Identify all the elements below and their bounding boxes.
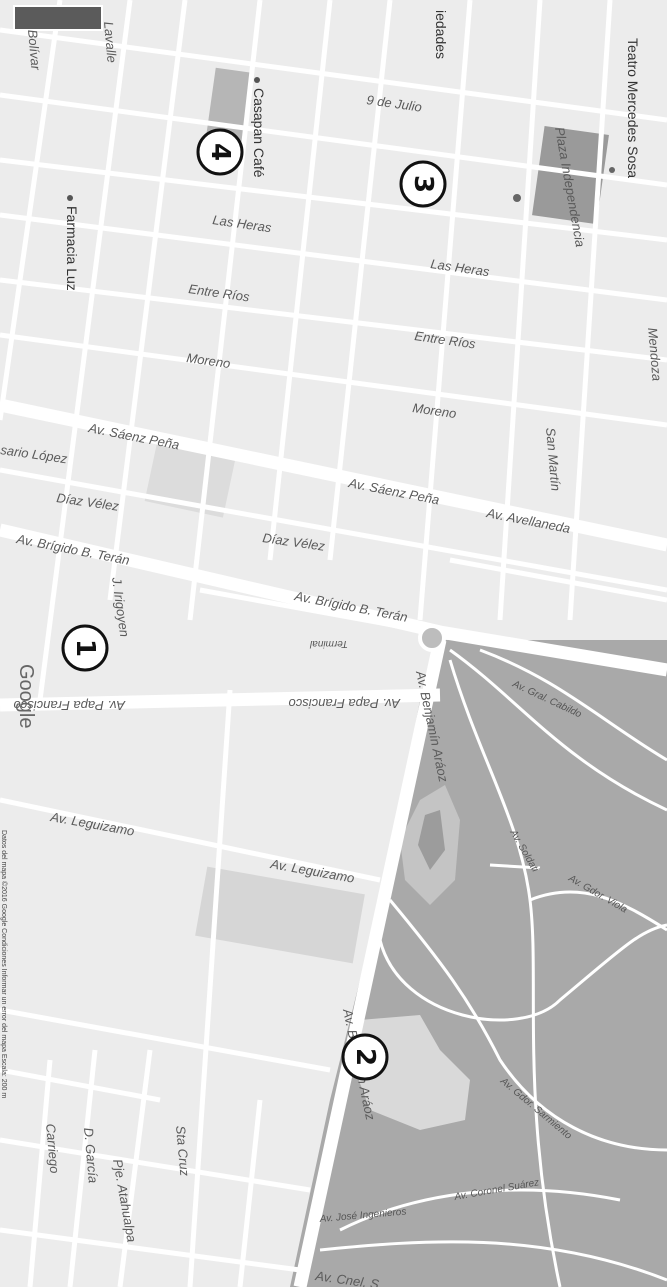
label-d-garcia: D. García [81,1127,101,1184]
label-casapan-cafe: Casapan Café [251,88,267,178]
map-type-thumbnail[interactable] [13,5,103,31]
label-papa-francisco-2: Av. Papa Francisco [288,696,401,711]
farmacia-pin-icon [67,195,73,201]
label-papa-francisco-1: Av. Papa Francisco [13,698,126,713]
park-area [290,640,667,1287]
label-mendoza: Mendoza [645,327,665,382]
google-logo[interactable]: Google [15,664,37,729]
label-sta-cruz: Sta Cruz [173,1125,192,1177]
minor-streets [0,27,667,1273]
park-pond-inner [418,810,445,870]
marker-3-label: 3 [408,175,438,193]
label-lavalle: Lavalle [101,21,120,63]
marker-3[interactable]: 3 [399,160,447,208]
label-terminal: Terminal [309,638,348,649]
marker-1[interactable]: 1 [61,624,109,672]
label-san-martin: San Martín [543,427,563,492]
label-teatro-mercedes-sosa: Teatro Mercedes Sosa [625,38,641,178]
label-moreno-2: Moreno [412,400,458,421]
roundabout [418,624,446,652]
label-carriego: Carriego [43,1123,62,1174]
marker-2[interactable]: 2 [341,1033,389,1081]
marker-2-label: 2 [350,1048,380,1066]
park-roads [319,648,667,1287]
marker-4[interactable]: 4 [196,128,244,176]
major-avenues [0,398,667,1287]
marker-4-label: 4 [205,143,235,161]
plaza-independencia-area [532,125,609,225]
label-sociedades: iedades [433,10,449,59]
map-attribution[interactable]: Datos del mapa ©2016 Google Condiciones … [0,830,8,1098]
label-bolivar: Bolívar [25,29,44,71]
label-farmacia-luz: Farmacia Luz [64,206,80,291]
terminal-block [195,866,365,964]
label-moreno-1: Moreno [186,350,232,371]
casapan-pin-icon [254,77,260,83]
plaza-monument-icon [513,194,521,202]
marker-1-label: 1 [70,639,100,657]
teatro-pin-icon [609,167,615,173]
